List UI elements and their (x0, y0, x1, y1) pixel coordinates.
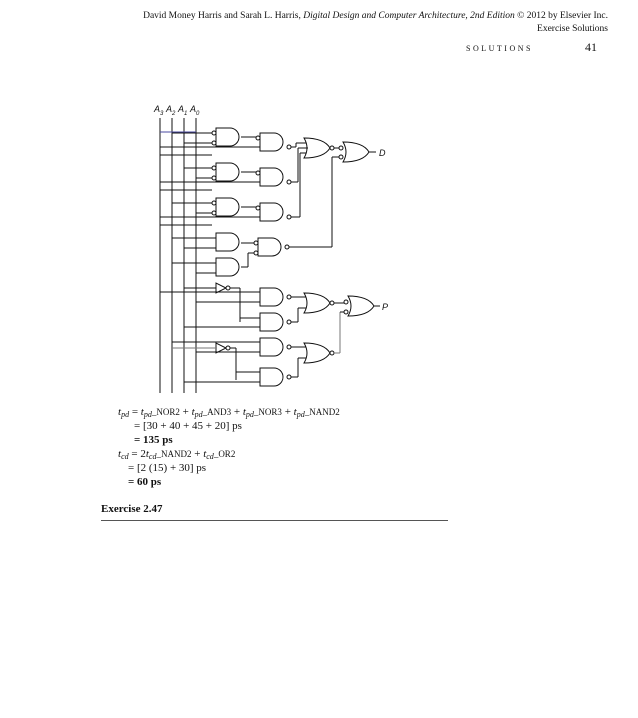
input-label-a3: A3 (153, 104, 164, 117)
tcd-lhs: t (118, 448, 122, 460)
page-header: David Money Harris and Sarah L. Harris, … (48, 10, 608, 36)
and-gate-9 (257, 237, 282, 257)
tcd-values: = [2 (15) + 30] ps (128, 462, 207, 474)
tcd-term2-gate: _OR2 (213, 449, 236, 459)
header-copyright: © 2012 by Elsevier Inc. (514, 11, 608, 21)
tpd-term2-sub: pd (194, 410, 203, 419)
and-gate-6 (259, 132, 284, 152)
tpd-term4-gate: _NAND2 (304, 407, 340, 417)
tpd-term1-sub: pd (143, 410, 152, 419)
tcd-coef: 2 (140, 448, 146, 460)
tcd-term1-gate: _NAND2 (156, 449, 192, 459)
tpd-values: = [30 + 40 + 45 + 20] ps (134, 420, 242, 432)
input-label-a2: A2 (165, 104, 176, 117)
tpd-term1-gate: _NOR2 (151, 407, 180, 417)
tpd-term1: t (140, 406, 144, 418)
header-book-title: Digital Design and Computer Architecture… (303, 11, 515, 21)
tcd-term2-sub: cd (206, 452, 214, 461)
and-gate-13 (259, 367, 284, 387)
and-gate-12 (259, 337, 284, 357)
tpd-result: = 135 ps (134, 434, 173, 446)
and-gate-1 (215, 127, 240, 147)
tpd-term4: t (293, 406, 297, 418)
and-gate-4 (215, 232, 240, 252)
and-gate-7 (259, 167, 284, 187)
tcd-term1: t (145, 448, 149, 460)
header-line1: David Money Harris and Sarah L. Harris, … (48, 10, 608, 23)
tpd-term4-sub: pd (296, 410, 305, 419)
section-label: SOLUTIONS (466, 44, 533, 53)
tcd-term1-sub: cd (148, 452, 157, 461)
tcd-result: = 60 ps (128, 476, 162, 488)
tpd-term3-gate: _NOR3 (253, 407, 282, 417)
tpd-equation: tpd = tpd_NOR2 + tpd_AND3 + tpd_NOR3 + t… (118, 406, 340, 419)
tpd-lhs-sub: pd (121, 410, 130, 419)
tcd-lhs-sub: cd (121, 452, 129, 461)
input-label-a0: A0 (189, 104, 200, 117)
nor-gate-p2 (303, 342, 335, 364)
output-label-d: D (379, 148, 386, 158)
output-or-p (343, 295, 375, 317)
exercise-heading: Exercise 2.47 (101, 503, 163, 515)
tpd-lhs: t (118, 406, 122, 418)
and-gate-11 (259, 312, 284, 332)
header-line2: Exercise Solutions (537, 24, 608, 34)
tcd-equation: tcd = 2tcd_NAND2 + tcd_OR2 (118, 448, 236, 461)
and-gate-3 (215, 197, 240, 217)
exercise-divider (101, 520, 448, 521)
and-gate-2 (215, 162, 240, 182)
nor-gate-p1 (303, 292, 335, 314)
input-label-a1: A1 (177, 104, 187, 117)
nor3-gate (303, 137, 335, 159)
output-label-p: P (382, 302, 388, 312)
and-gate-10 (259, 287, 284, 307)
decoder-circuit-diagram: A3 A2 A1 A0 (153, 104, 388, 393)
header-authors: David Money Harris and Sarah L. Harris, (143, 11, 304, 21)
tcd-term2: t (203, 448, 207, 460)
tpd-term3: t (242, 406, 246, 418)
tpd-term2-gate: _AND3 (202, 407, 232, 417)
page-number: 41 (585, 40, 597, 54)
tpd-term2: t (191, 406, 195, 418)
and-gate-8 (259, 202, 284, 222)
output-nand-d (338, 141, 370, 163)
tpd-term3-sub: pd (245, 410, 254, 419)
and-gate-5 (215, 257, 240, 277)
